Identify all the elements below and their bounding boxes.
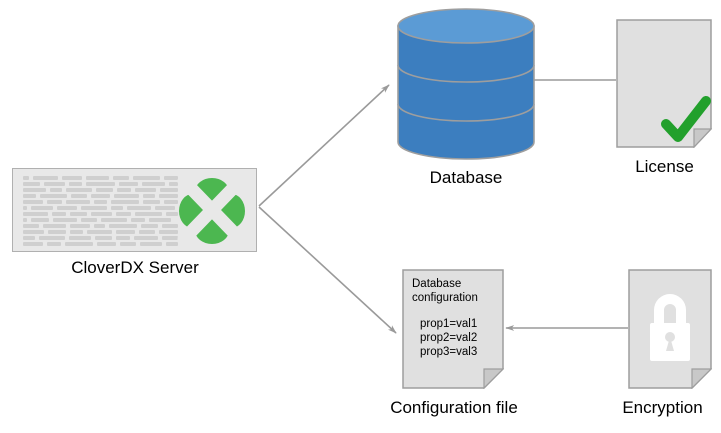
label-cloverdx-server: CloverDX Server	[71, 258, 199, 277]
config-property: prop1=val1	[420, 318, 478, 330]
label-encryption: Encryption	[622, 398, 703, 417]
connector-server-to-config	[258, 206, 397, 334]
config-file-shape	[402, 269, 504, 389]
label-configuration-file: Configuration file	[390, 398, 518, 417]
config-file-content: Database configuration prop1=val1 prop2=…	[412, 277, 500, 359]
node-cloverdx-server[interactable]	[12, 168, 257, 252]
config-property: prop2=val2	[420, 332, 478, 344]
padlock-icon	[650, 294, 690, 361]
label-database: Database	[429, 168, 503, 187]
config-property: prop3=val3	[420, 346, 478, 358]
node-license[interactable]	[616, 19, 712, 148]
green-check-icon	[661, 96, 711, 142]
node-configuration-file[interactable]: Database configuration prop1=val1 prop2=…	[402, 269, 504, 389]
clover-logo-icon	[177, 175, 247, 246]
config-heading-line1: Database	[412, 278, 462, 290]
config-heading-line2: configuration	[412, 292, 478, 304]
connector-server-to-database	[258, 84, 390, 207]
server-text-placeholder	[23, 176, 179, 246]
node-encryption[interactable]	[628, 269, 712, 389]
label-license: License	[635, 157, 694, 176]
node-database[interactable]	[396, 8, 536, 160]
